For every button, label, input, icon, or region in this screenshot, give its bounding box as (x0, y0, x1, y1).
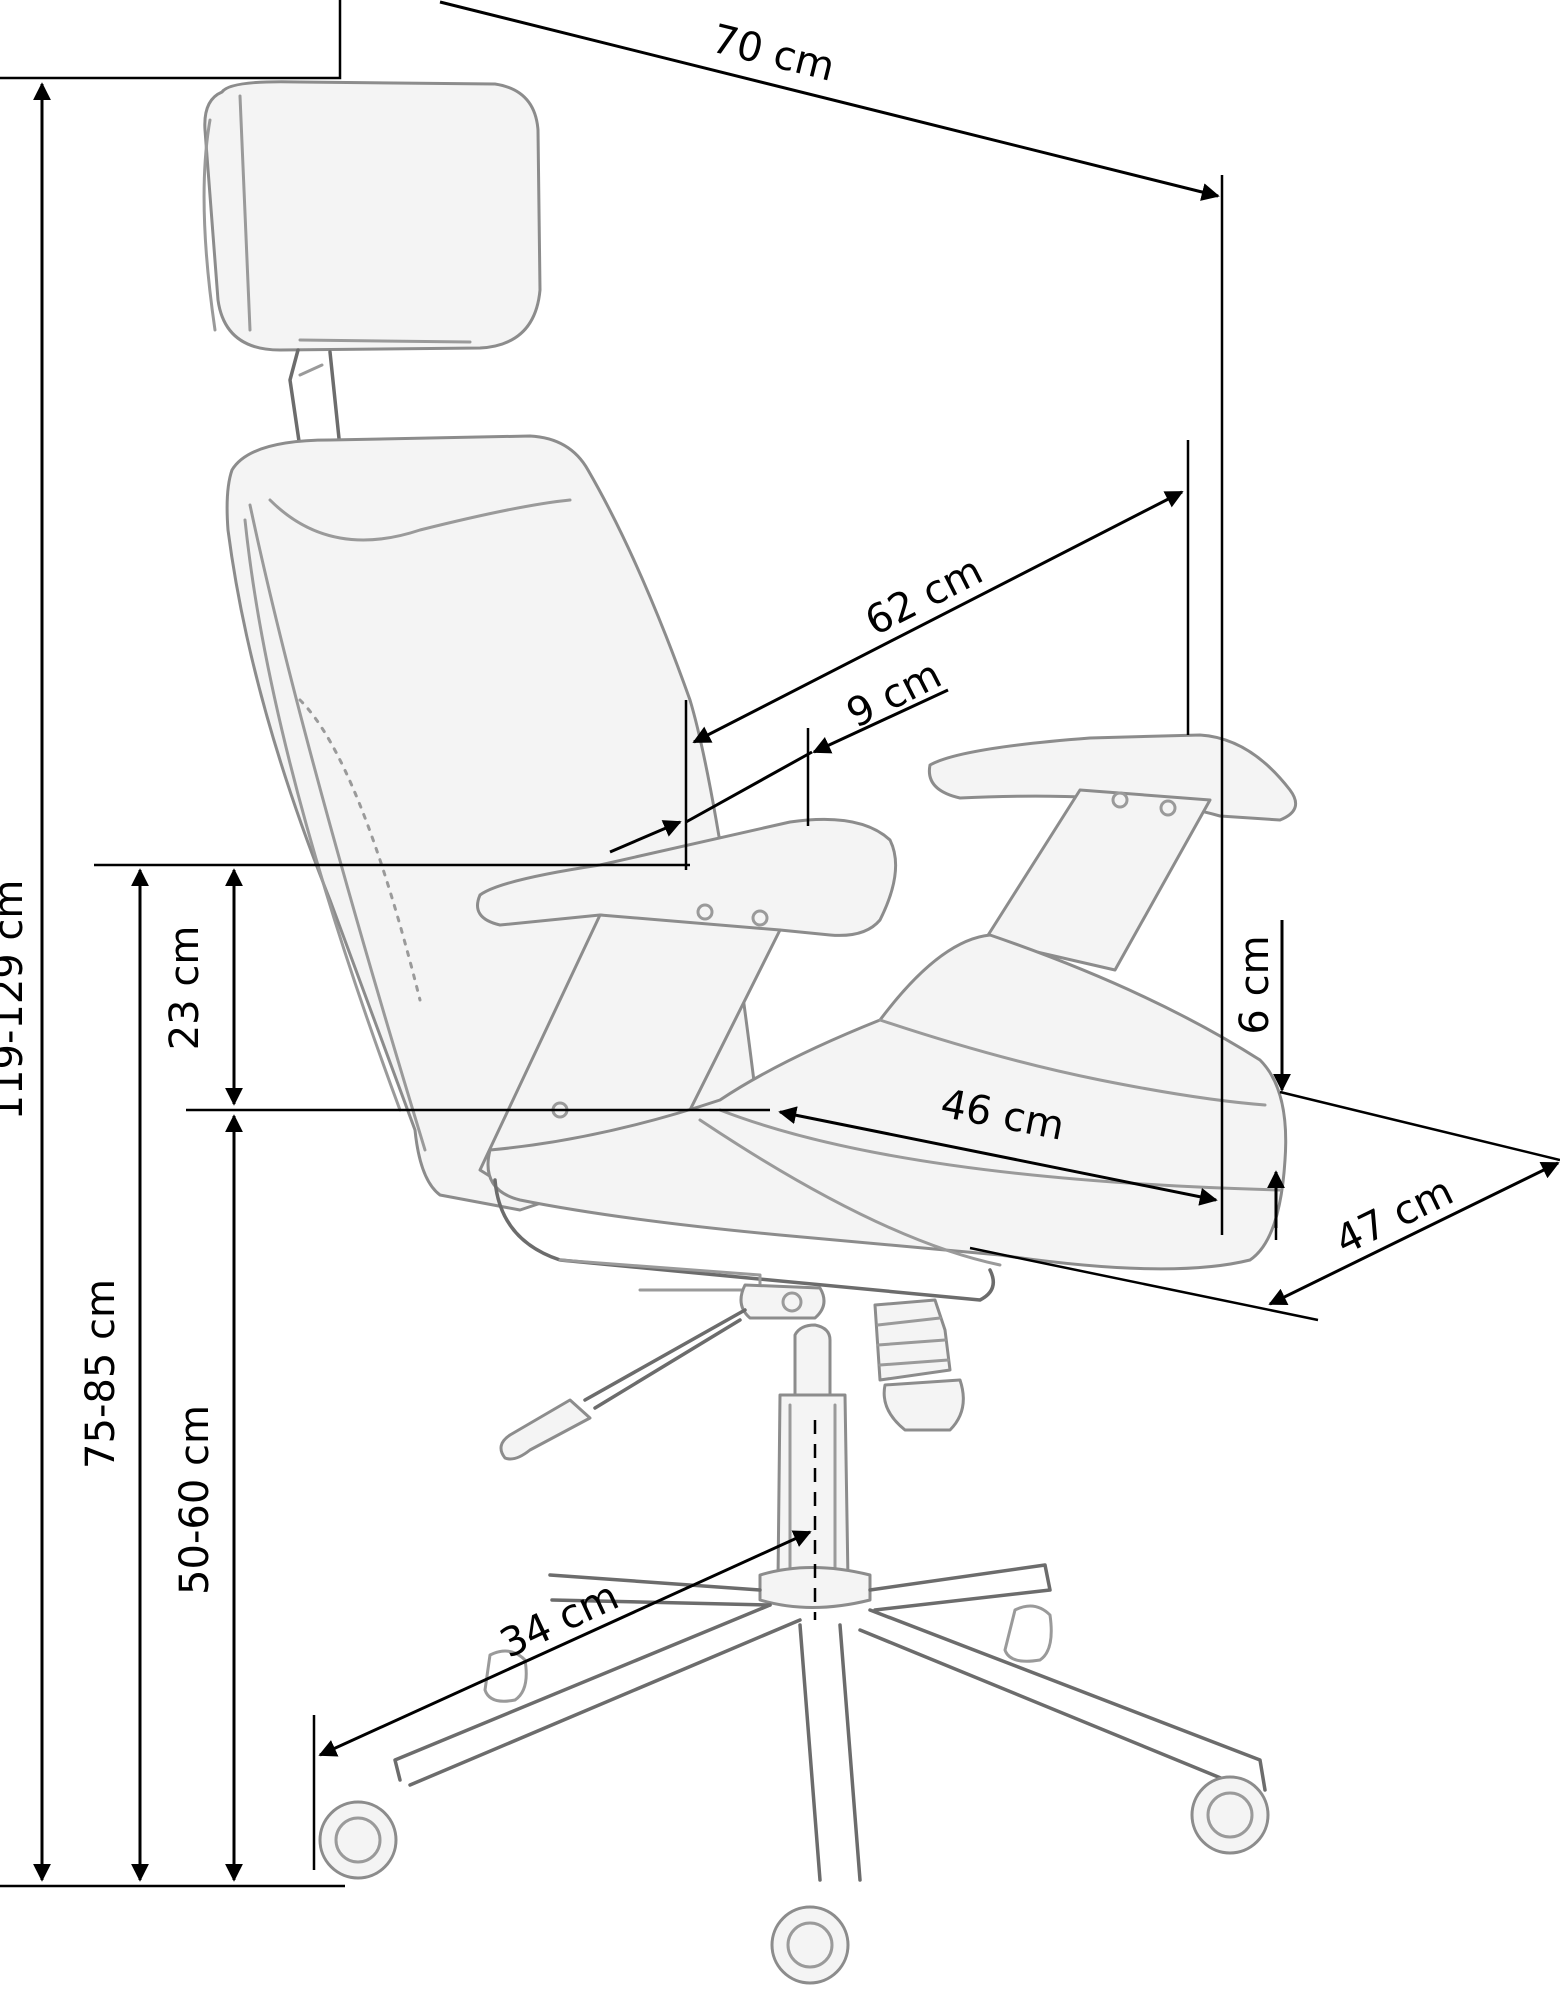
seat-width-47-line (1268, 1161, 1560, 1306)
headrest (202, 80, 542, 352)
label-depth-70: 70 cm (707, 16, 839, 91)
label-armrest-23: 23 cm (162, 926, 208, 1051)
depth-70-line (439, 0, 1220, 201)
label-armheight-75-85: 75-85 cm (78, 1279, 124, 1469)
label-seat-width-47: 47 cm (1328, 1168, 1460, 1264)
label-base-radius-34: 34 cm (493, 1573, 625, 1667)
offset-9-line (609, 820, 682, 854)
tilt-mechanism (499, 1283, 965, 1461)
label-backrest-62: 62 cm (858, 548, 990, 646)
casters (318, 1775, 1270, 1985)
chair-illustration (202, 80, 1298, 1985)
label-seat-height-50-60: 50-60 cm (172, 1405, 218, 1595)
dimension-lines (0, 0, 1560, 1888)
seat-depth-46-line (778, 1106, 1218, 1206)
backrest-62-line (692, 490, 1184, 744)
headrest-stem (288, 348, 342, 450)
label-total-height: 119-129 cm (0, 880, 32, 1121)
seat-shell (493, 1178, 996, 1302)
label-seat-thickness-6: 6 cm (1232, 935, 1278, 1034)
label-offset-9: 9 cm (839, 651, 948, 737)
base-radius-34-line (318, 1530, 812, 1757)
